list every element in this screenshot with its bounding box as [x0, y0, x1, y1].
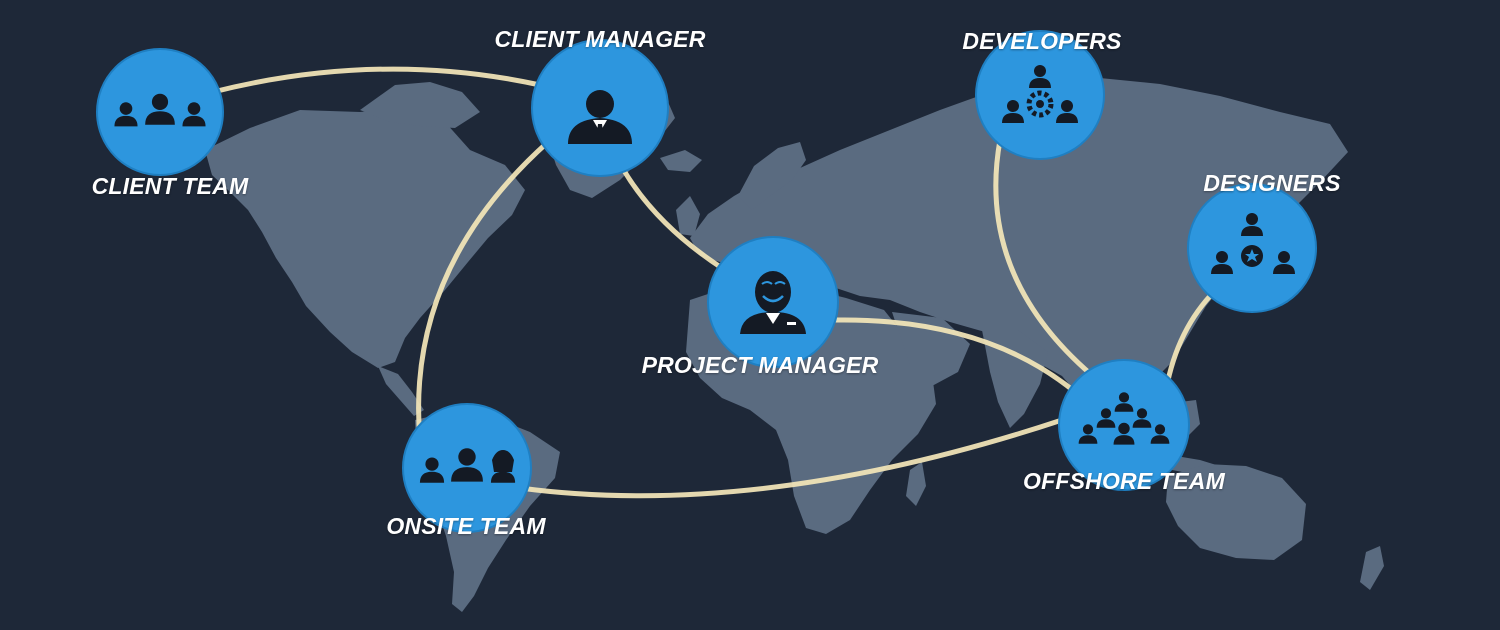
offshore-team-label: OFFSHORE TEAM: [1023, 468, 1225, 494]
designers-node: [1187, 183, 1317, 313]
client-team-label: CLIENT TEAM: [91, 173, 249, 199]
scandinavia-landmass: [738, 142, 806, 210]
smiling-manager-icon: [740, 271, 806, 334]
central-america-landmass: [378, 366, 424, 416]
australia-landmass: [1166, 464, 1306, 560]
connector-project-manager-offshore-team: [833, 317, 1078, 395]
india-landmass: [982, 330, 1048, 428]
team-with-gear-icon: [1002, 65, 1078, 123]
team-with-star-icon: [1211, 213, 1295, 274]
british-isles-landmass: [676, 196, 700, 236]
new-zealand-landmass: [1360, 546, 1384, 590]
connector-client-team-client-manager: [210, 66, 543, 95]
group-of-three-people-icon: [419, 448, 516, 483]
client-manager-label: CLIENT MANAGER: [494, 26, 706, 52]
connector-client-manager-onsite-team: [416, 139, 551, 443]
client-team-node: [96, 48, 224, 176]
onsite-team-label: ONSITE TEAM: [386, 513, 546, 539]
businessman-icon: [568, 90, 632, 144]
client-manager-node: [531, 39, 669, 177]
iceland-landmass: [660, 150, 702, 172]
developers-node: [975, 30, 1105, 160]
connector-developers-offshore-team: [993, 137, 1103, 385]
developers-label: DEVELOPERS: [962, 28, 1122, 54]
connector-onsite-team-offshore-team: [517, 417, 1065, 499]
project-manager-node: [707, 236, 839, 368]
eurasia-landmass: [690, 78, 1348, 402]
arctic-islands-landmass: [360, 82, 480, 128]
project-manager-label: PROJECT MANAGER: [641, 352, 879, 378]
madagascar-landmass: [906, 462, 926, 506]
designers-label: DESIGNERS: [1203, 170, 1341, 196]
north-america-landmass: [205, 108, 525, 368]
offshore-team-node: [1058, 359, 1190, 491]
onsite-team-node: [402, 403, 532, 533]
